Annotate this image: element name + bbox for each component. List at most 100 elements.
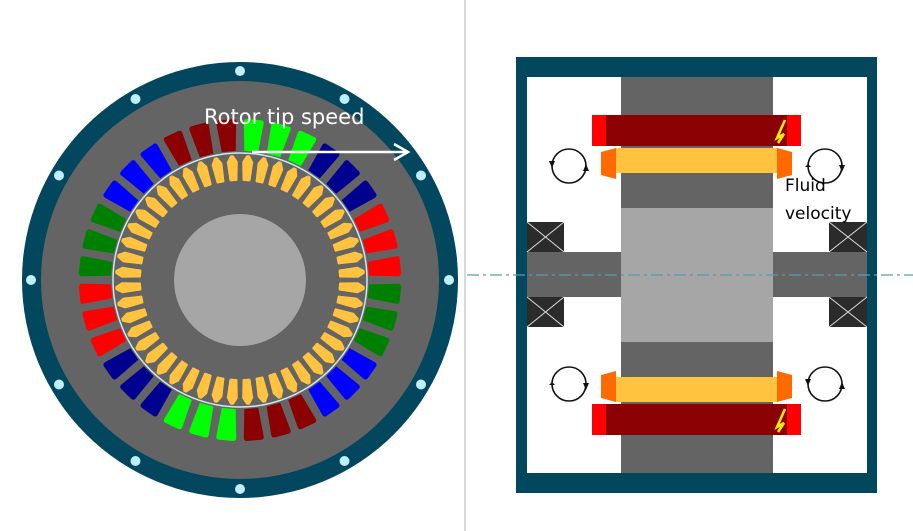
rotor-bar [211,376,225,403]
bearing [526,221,565,253]
rotor-bar [338,282,365,294]
stator-slot [341,348,377,380]
stator-slot [82,229,118,254]
rotor-bar [182,367,200,393]
rotor-bar [156,352,178,375]
stator-slot [266,122,291,158]
fluid-circulation-icons [549,148,845,402]
bolts [26,66,454,494]
rotor-bar [268,161,284,188]
stator-slot [243,407,264,442]
bolt [415,170,426,181]
circulation-arrow-icon [805,148,845,184]
stator-slot [140,381,172,417]
rotor-bar [327,222,353,240]
stator-slot [288,393,317,430]
stator-winding-top [592,115,801,146]
rotor-bar [115,266,142,278]
rotor-bar [196,372,212,399]
rotor-bar [302,185,324,208]
rotor-bar [280,167,298,193]
rotor-bar [332,236,359,252]
rotor-bar [115,282,142,294]
stator-slot [326,366,360,400]
stator-slot [163,393,192,430]
rotor-bar [156,185,178,208]
rotor-bar [338,266,365,278]
rotor-bar [292,175,311,200]
rotor-bar [135,332,160,351]
stator-slot [78,256,113,277]
stator-slot [216,407,237,442]
bolt [339,455,350,466]
cross-section-view: Rotor tip speed [22,62,458,498]
stator-slot [326,160,360,194]
bolt [130,455,141,466]
rotor-bar [226,378,238,405]
lightning-icon [774,408,787,433]
rotor-bars [115,155,365,405]
rotor-bar [332,308,359,324]
bolt [235,484,245,494]
rotor-bar [242,155,254,182]
rotor-bar [312,196,335,218]
stator-slot [367,256,402,277]
stator-slot [362,306,398,331]
bearing [828,221,868,253]
stator-slot [90,328,127,357]
circulation-arrow-icon [549,366,589,402]
rotor-bar [121,236,148,252]
rotor-tip-speed-label: Rotor tip speed [204,105,364,129]
fluid-velocity-label-line1: Fluid [785,176,826,196]
stator-slot [82,306,118,331]
rotor-bar [280,367,298,393]
rotor-bar [211,157,225,184]
stator-slot [103,348,139,380]
rotor-bar [127,222,153,240]
rotor-bar [320,332,345,351]
stator-slot [243,118,264,153]
stator-slot [341,180,377,212]
rotor-bar [226,155,238,182]
stator-slot [163,130,192,167]
bolt [26,275,36,285]
bolt [235,66,245,76]
stator-slot [362,229,398,254]
bearing [526,296,565,328]
circulation-arrow-icon [549,148,589,184]
stator-slot [288,130,317,167]
arrow-head-icon [393,142,411,162]
stator-slot [90,203,127,232]
rotor-bar [320,209,345,228]
rotor-bar [169,360,188,385]
bolt [54,170,65,181]
rotor-bar [312,342,335,364]
shaft [174,214,306,346]
rotor-bar-bottom [601,371,792,402]
bolt [54,379,65,390]
stator-slot [140,143,172,179]
rotor-bar [169,175,188,200]
stator-slot [120,366,154,400]
rotor-bar [268,372,284,399]
lightning-icon [774,119,787,144]
bolt [130,94,141,105]
stator-slot [353,328,390,357]
rotor-bar [145,342,168,364]
rotor-bar [302,352,324,375]
rotor-bar [127,320,153,338]
rotor-bar-top [601,148,792,179]
rotor-bar [327,320,353,338]
stator-slot [189,402,214,438]
stator-slot [189,122,214,158]
rotor-bar [292,360,311,385]
stator-slot [266,402,291,438]
rotor-bar [196,161,212,188]
stator-winding-bottom [592,404,801,435]
rotor-bar [242,378,254,405]
rotor-bar [135,209,160,228]
stator-slot [367,283,402,304]
circulation-arrow-icon [805,366,845,402]
